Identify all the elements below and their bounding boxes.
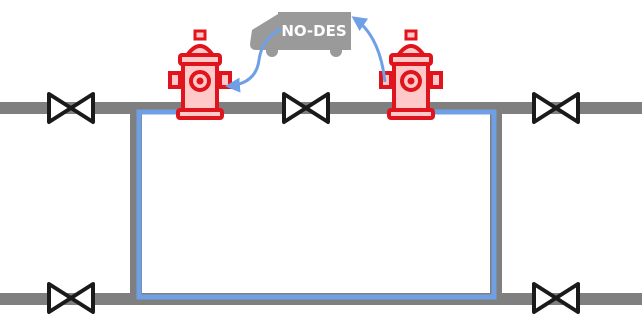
outflow-hose-arrow bbox=[225, 27, 282, 93]
gate-valve-icon bbox=[47, 282, 95, 314]
no-des-truck-icon: NO-DES bbox=[250, 12, 351, 57]
gate-valve-icon bbox=[282, 92, 330, 124]
gate-valve-icon bbox=[532, 92, 580, 124]
gate-valve-icon bbox=[47, 92, 95, 124]
return-hose-arrow bbox=[351, 16, 387, 83]
gate-valve-icon bbox=[532, 282, 580, 314]
truck-label: NO-DES bbox=[281, 22, 346, 40]
flushing-loop-path bbox=[136, 109, 497, 300]
